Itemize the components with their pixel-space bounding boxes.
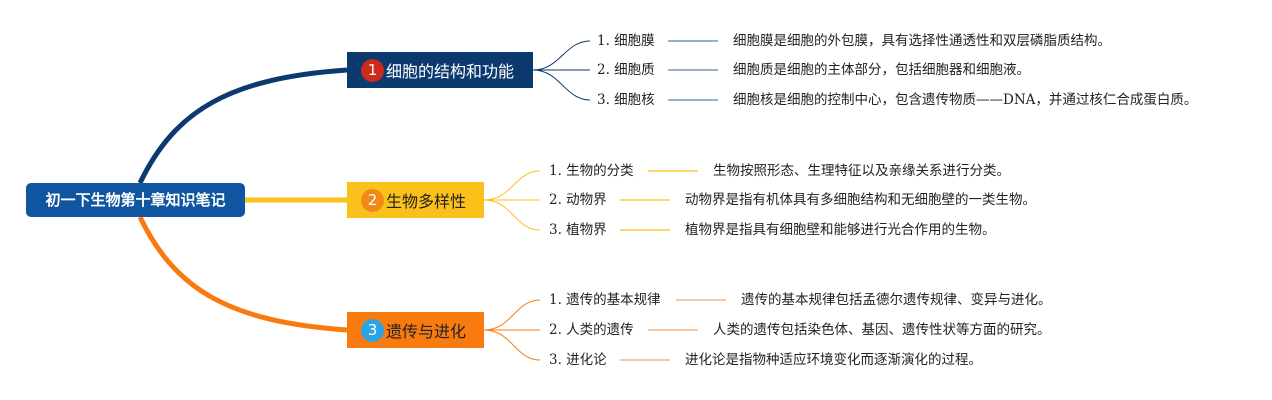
- branch-title: 遗传与进化: [386, 322, 467, 341]
- topic-description: 人类的遗传包括染色体、基因、遗传性状等方面的研究。: [713, 322, 1051, 338]
- branch-node-genetics-evolution[interactable]: 3 遗传与进化: [347, 312, 484, 348]
- topic-cytoplasm[interactable]: 2. 细胞质: [597, 62, 655, 78]
- number-badge: 3: [361, 318, 384, 342]
- topic-nucleus[interactable]: 3. 细胞核: [597, 92, 655, 108]
- number-badge: 1: [361, 58, 384, 82]
- topic-description: 生物按照形态、生理特征以及亲缘关系进行分类。: [713, 163, 1010, 179]
- topic-human-heredity[interactable]: 2. 人类的遗传: [549, 322, 634, 338]
- topic-description: 细胞核是细胞的控制中心，包含遗传物质——DNA，并通过核仁合成蛋白质。: [733, 92, 1198, 108]
- topic-evolution-theory[interactable]: 3. 进化论: [549, 352, 607, 368]
- topic-description: 动物界是指有机体具有多细胞结构和无细胞壁的一类生物。: [685, 192, 1036, 208]
- root-link-3: [137, 215, 348, 333]
- branch-node-cell-structure[interactable]: 1 细胞的结构和功能: [347, 52, 533, 88]
- topic-description: 细胞膜是细胞的外包膜，具有选择性通透性和双层磷脂质结构。: [733, 33, 1111, 49]
- branch-title: 生物多样性: [386, 192, 467, 211]
- topic-description: 细胞质是细胞的主体部分，包括细胞器和细胞液。: [733, 62, 1030, 78]
- topic-heredity-laws[interactable]: 1. 遗传的基本规律: [549, 292, 661, 308]
- topic-description: 植物界是指具有细胞壁和能够进行光合作用的生物。: [685, 222, 996, 238]
- topic-description: 遗传的基本规律包括孟德尔遗传规律、变异与进化。: [741, 292, 1052, 308]
- branch-title: 细胞的结构和功能: [386, 62, 515, 81]
- topic-plant-kingdom[interactable]: 3. 植物界: [549, 222, 607, 238]
- topic-description: 进化论是指物种适应环境变化而逐渐演化的过程。: [685, 352, 982, 368]
- branch-node-biodiversity[interactable]: 2 生物多样性: [347, 182, 484, 218]
- topic-animal-kingdom[interactable]: 2. 动物界: [549, 192, 607, 208]
- topic-classification[interactable]: 1. 生物的分类: [549, 163, 634, 179]
- number-badge: 2: [361, 188, 384, 212]
- root-node[interactable]: 初一下生物第十章知识笔记: [26, 183, 245, 217]
- root-link-1: [137, 67, 348, 185]
- topic-cell-membrane[interactable]: 1. 细胞膜: [597, 33, 655, 49]
